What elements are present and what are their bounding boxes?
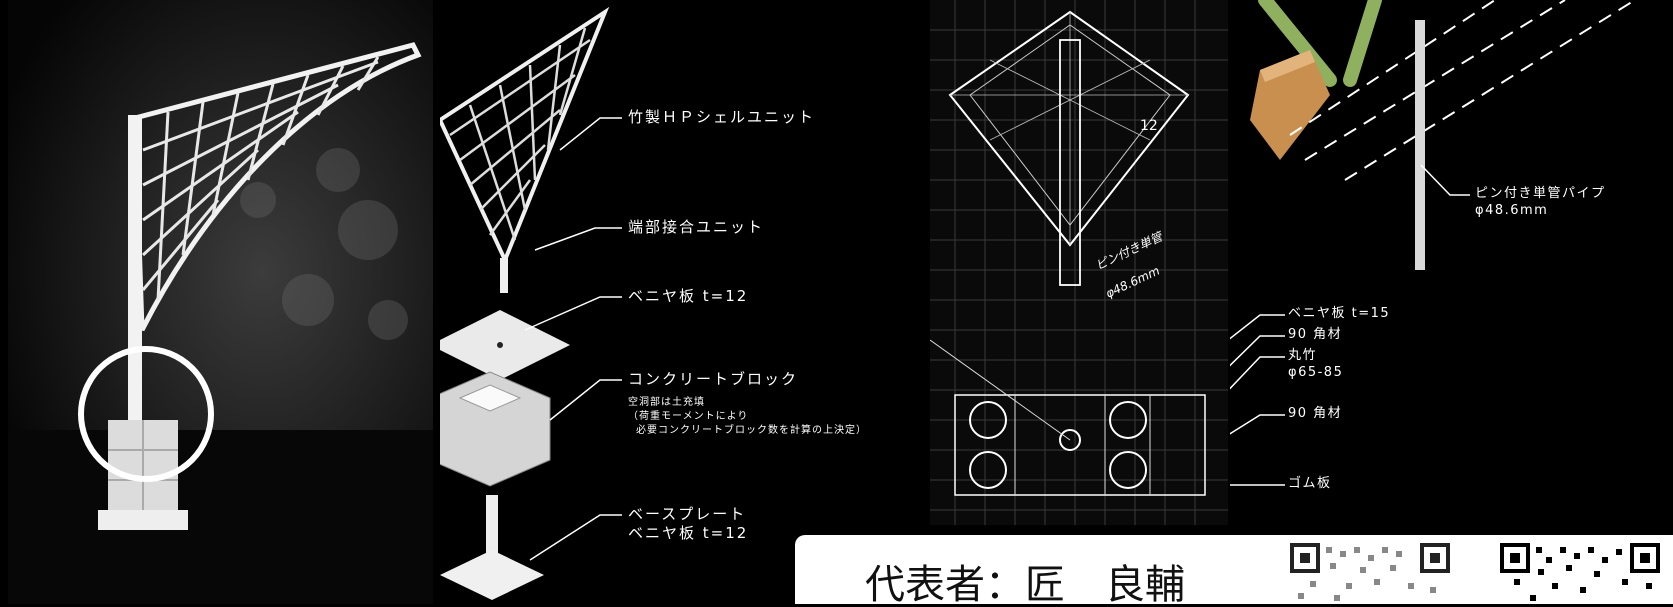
label-bamboo-diameter: φ65-85 (1288, 365, 1344, 380)
steel-pipe (1415, 20, 1425, 270)
floor-shadow (8, 430, 433, 604)
label-bamboo: 丸竹 (1288, 348, 1318, 363)
label-plywood: ベニヤ板 t=12 (628, 287, 749, 305)
qr-code-1[interactable] (1290, 543, 1450, 604)
projection-lines (1289, 0, 1636, 181)
exploded-base-plate (440, 550, 544, 600)
label-pipe-diameter: φ48.6mm (1475, 203, 1549, 218)
exploded-leader-lines (524, 117, 622, 561)
label-rubber-sheet: ゴム板 (1288, 476, 1332, 491)
model-photo (8, 0, 433, 604)
background-texture (240, 148, 408, 340)
label-lumber-90-b: 90 角材 (1288, 406, 1343, 421)
sketch-dim-12: 12 (1140, 118, 1158, 134)
label-block-note-3: 必要コンクリートブロック数を計算の上決定） (636, 425, 867, 436)
model-shell-grid (141, 56, 380, 301)
sketch-grid (930, 0, 1228, 525)
model-base-plate (98, 510, 188, 530)
sketch-pipe (1059, 39, 1081, 286)
label-block-note-1: 空洞部は土充填 (628, 397, 705, 408)
label-plywood-15: ベニヤ板 t=15 (1288, 306, 1391, 321)
exploded-shell-outline (440, 6, 610, 266)
label-shell-unit: 竹製ＨＰシェルユニット (628, 108, 816, 126)
exploded-shell-grid (449, 27, 591, 241)
label-end-joint: 端部接合ユニット (628, 218, 765, 236)
exploded-post (486, 495, 498, 570)
sketch-handwritten-2: φ48.6mm (1103, 264, 1161, 301)
model-shell-frame (132, 42, 422, 332)
label-lumber-90-a: 90 角材 (1288, 327, 1343, 342)
label-base-plate: ベースプレート (628, 505, 747, 523)
qr-code-2[interactable] (1500, 543, 1660, 604)
exploded-end-joint (500, 258, 508, 293)
sketch-drawing: 12 ピン付き単管 φ48.6mm (930, 0, 1228, 525)
pipe-detail-drawing (1250, 0, 1636, 270)
sketch-section-box (954, 394, 1206, 496)
label-base-plywood: ベニヤ板 t=12 (628, 524, 749, 542)
label-block-note-2: （荷重モーメントにより (628, 411, 749, 422)
label-pipe: ピン付き単管パイプ (1475, 186, 1606, 201)
sketch-spec-labels: ベニヤ板 t=15 90 角材 丸竹 φ65-85 90 角材 ゴム板 (1230, 290, 1673, 525)
model-photo-drawing (8, 42, 433, 604)
footer-card: 代表者：匠 良輔 (795, 535, 1673, 607)
exploded-diagram: 竹製ＨＰシェルユニット 端部接合ユニット ベニヤ板 t=12 コンクリートブロッ… (440, 0, 910, 604)
sketch-bamboo-circles (969, 401, 1147, 489)
exploded-drawing (440, 6, 622, 600)
exploded-plywood (440, 310, 570, 380)
bamboo-pole-2 (1343, 0, 1382, 87)
pipe-detail: ピン付き単管パイプ φ48.6mm (1235, 0, 1673, 290)
pipe-leader-line (1420, 164, 1470, 196)
spec-leader-lines (1230, 314, 1285, 486)
highlight-circle (78, 346, 214, 482)
label-concrete-block: コンクリートブロック (628, 370, 799, 388)
hand-sketch: 12 ピン付き単管 φ48.6mm (930, 0, 1228, 525)
bamboo-pole-1 (1258, 0, 1337, 87)
representative-name: 代表者：匠 良輔 (865, 562, 1185, 607)
